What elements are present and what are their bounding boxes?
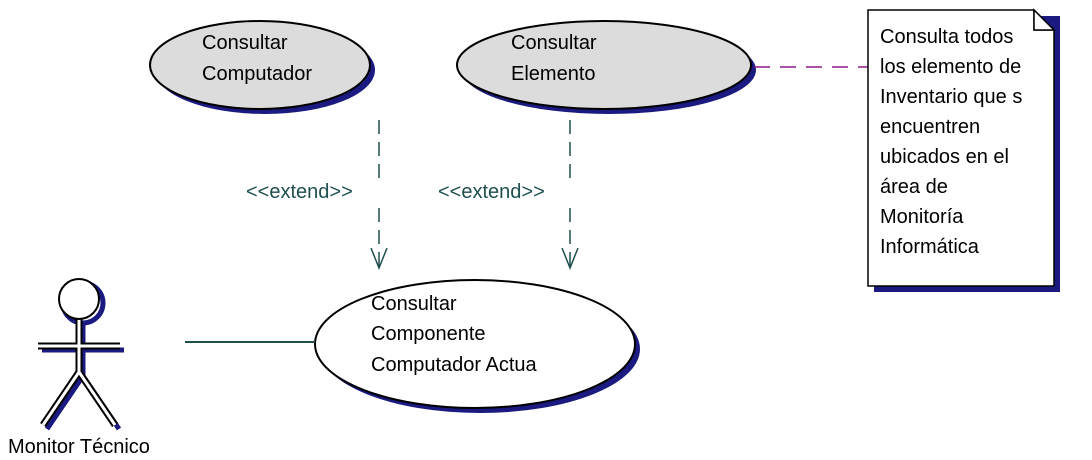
use-case-label-line: Computador — [202, 63, 312, 85]
use-case-consultar-componente[interactable]: Consultar Componente Computador Actua — [314, 279, 640, 413]
use-case-label-line: Consultar — [202, 32, 288, 54]
extend-arrowhead — [561, 247, 579, 271]
use-case-ellipse — [314, 279, 636, 409]
extend-label: <<extend>> — [438, 181, 545, 203]
use-case-ellipse — [149, 20, 371, 110]
use-case-ellipse — [456, 20, 752, 110]
extend-label-bg — [244, 178, 388, 204]
use-case-label-line: Consultar — [511, 32, 597, 54]
actor-figure-fill — [38, 318, 120, 426]
note[interactable]: Consulta todos los elemento de Inventari… — [867, 8, 1060, 292]
extend-relation-1: <<extend>> — [244, 120, 388, 271]
note-text-line: ubicados en el — [880, 146, 1009, 168]
use-case-label-line: Computador Actua — [371, 354, 538, 376]
note-body — [867, 9, 1055, 287]
note-text-line: los elemento de — [880, 56, 1021, 78]
actor-head — [58, 278, 100, 320]
extend-label: <<extend>> — [246, 181, 353, 203]
use-case-label-line: Consultar — [371, 293, 457, 315]
extend-label-bg — [436, 178, 580, 204]
use-case-consultar-computador[interactable]: Consultar Computador — [149, 20, 375, 114]
note-text-line: Consulta todos — [880, 26, 1013, 48]
note-fold-flap — [1033, 8, 1056, 31]
note-text-line: área de — [880, 176, 948, 198]
note-text-line: Monitoría — [880, 206, 964, 228]
use-case-consultar-elemento[interactable]: Consultar Elemento — [456, 20, 756, 114]
actor-monitor-tecnico[interactable]: Monitor Técnico — [8, 278, 150, 458]
note-text-line: encuentren — [880, 116, 980, 138]
extend-relation-2: <<extend>> — [436, 120, 580, 271]
note-text-line: Informática — [880, 236, 980, 258]
use-case-label-line: Componente — [371, 323, 486, 345]
note-text-line: Inventario que s — [880, 86, 1022, 108]
actor-name: Monitor Técnico — [8, 436, 150, 458]
extend-arrowhead — [370, 247, 388, 271]
use-case-label-line: Elemento — [511, 63, 596, 85]
